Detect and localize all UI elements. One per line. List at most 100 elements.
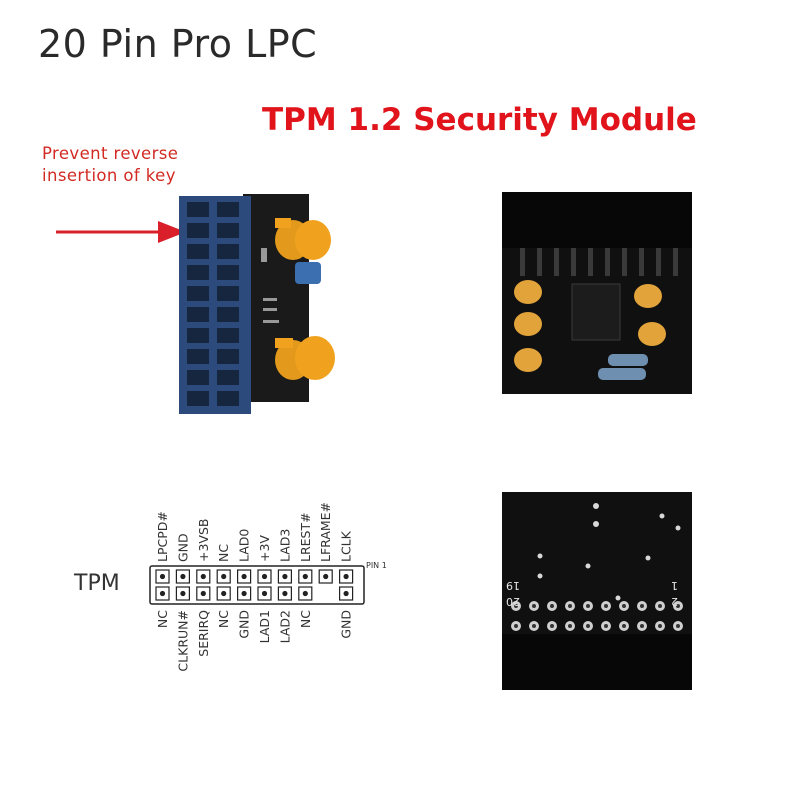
pinout-pin1-label: PIN 1 xyxy=(366,561,387,570)
module-side-photo xyxy=(179,194,335,414)
pinout-pin-dot xyxy=(343,590,349,597)
pinout-bottom-label: LAD1 xyxy=(257,610,272,643)
solder-pin xyxy=(604,624,608,628)
solder-pin xyxy=(676,604,680,608)
module-back-photo: 19 20 1 2 xyxy=(502,492,692,690)
solder-pin xyxy=(568,604,572,608)
solder-pin xyxy=(550,624,554,628)
header-pin-hole xyxy=(217,244,239,259)
callout-arrow-icon xyxy=(56,221,186,243)
pinout-pin-dot xyxy=(282,573,288,580)
pinout-top-label: NC xyxy=(216,544,231,562)
solder-pin xyxy=(622,624,626,628)
pinout-pin-dot xyxy=(159,590,166,597)
back-label-1: 1 xyxy=(671,579,678,592)
header-lead xyxy=(622,248,627,276)
solder-pin xyxy=(658,604,662,608)
capacitor-group-bottom xyxy=(275,336,335,380)
capacitor-group-top xyxy=(275,218,331,260)
pinout-top-label: LREST# xyxy=(298,512,313,562)
header-pin-hole xyxy=(187,307,209,322)
pinout-pin-dot xyxy=(343,573,349,580)
solder-pin xyxy=(514,604,518,608)
pinout-pin-dot xyxy=(159,573,166,580)
header-lead xyxy=(537,248,542,276)
pinout-bottom-label: SERIRQ xyxy=(196,610,211,657)
pinout-pin-dot xyxy=(200,573,206,580)
key-callout-note: Prevent reverse insertion of key xyxy=(42,143,178,187)
pinout-pin-dot xyxy=(180,590,186,597)
header-pin-hole xyxy=(187,244,209,259)
header-pin-hole xyxy=(217,223,239,238)
pinout-pin-dot xyxy=(241,573,247,580)
solder-pin xyxy=(532,604,536,608)
header-pin-hole xyxy=(187,349,209,364)
solder-pin xyxy=(640,624,644,628)
pinout-top-label: +3V xyxy=(257,535,272,562)
header-pin-hole xyxy=(187,202,209,217)
solder-pin xyxy=(550,604,554,608)
header-pin-hole xyxy=(217,202,239,217)
pinout-pin-dot xyxy=(261,590,268,597)
tpm-chip xyxy=(571,283,621,341)
pinout-pin-dot xyxy=(200,590,206,597)
top-header-shroud xyxy=(502,192,692,248)
pinout-pin-dot xyxy=(302,573,308,580)
side-resistor xyxy=(295,262,321,284)
header-pin-hole xyxy=(187,223,209,238)
header-pin-hole xyxy=(217,265,239,280)
pinout-bottom-label: GND xyxy=(339,610,354,639)
pinout-pin-dot xyxy=(261,573,268,580)
pinout-connector-label: TPM xyxy=(73,571,120,596)
module-top-photo xyxy=(502,192,692,394)
pinout-pin-dot xyxy=(221,590,227,597)
product-subtitle: TPM 1.2 Security Module xyxy=(262,102,697,138)
header-pin-hole xyxy=(217,307,239,322)
top-resistors xyxy=(598,354,648,380)
pinout-top-label: +3VSB xyxy=(196,519,211,563)
back-label-20: 20 xyxy=(506,595,520,608)
header-pin-hole xyxy=(187,265,209,280)
solder-pin xyxy=(676,624,680,628)
solder-pin xyxy=(622,604,626,608)
pinout-pin-dot xyxy=(302,590,308,597)
header-lead xyxy=(588,248,593,276)
pinout-header-outline xyxy=(149,565,365,605)
solder-pin xyxy=(568,624,572,628)
callout-line-2: insertion of key xyxy=(42,166,176,185)
back-pcb xyxy=(502,492,692,634)
header-lead xyxy=(520,248,525,276)
pinout-top-label: LAD0 xyxy=(237,529,252,562)
pinout-pin-dot xyxy=(282,590,288,597)
header-pin-hole xyxy=(187,328,209,343)
header-pin-hole xyxy=(187,370,209,385)
pinout-bottom-label: NC xyxy=(298,610,313,628)
back-vias xyxy=(537,503,681,601)
header-lead xyxy=(656,248,661,276)
header-pin-hole xyxy=(217,370,239,385)
pinout-top-label: LFRAME# xyxy=(318,502,333,562)
pinout-bottom-label: CLKRUN# xyxy=(175,610,190,672)
pinout-bottom-label: NC xyxy=(216,610,231,628)
header-pin-hole xyxy=(217,349,239,364)
back-label-2: 2 xyxy=(671,595,678,608)
pinout-pin-dot xyxy=(241,590,247,597)
header-pin-hole xyxy=(217,328,239,343)
header-pin-hole xyxy=(217,286,239,301)
pinout-bottom-label: LAD2 xyxy=(277,610,292,643)
solder-pin xyxy=(586,624,590,628)
header-lead xyxy=(673,248,678,276)
back-header-shroud xyxy=(502,634,692,690)
pinout-top-label: GND xyxy=(175,533,190,562)
pinout-top-label: LCLK xyxy=(339,530,354,562)
header-pin-hole xyxy=(187,286,209,301)
pinout-top-label: LPCPD# xyxy=(155,511,170,562)
header-lead xyxy=(571,248,576,276)
solder-pin xyxy=(586,604,590,608)
solder-pin xyxy=(640,604,644,608)
solder-pin xyxy=(604,604,608,608)
top-capacitors xyxy=(514,280,666,372)
pinout-bottom-label: NC xyxy=(155,610,170,628)
solder-pin xyxy=(532,624,536,628)
solder-pin xyxy=(658,624,662,628)
